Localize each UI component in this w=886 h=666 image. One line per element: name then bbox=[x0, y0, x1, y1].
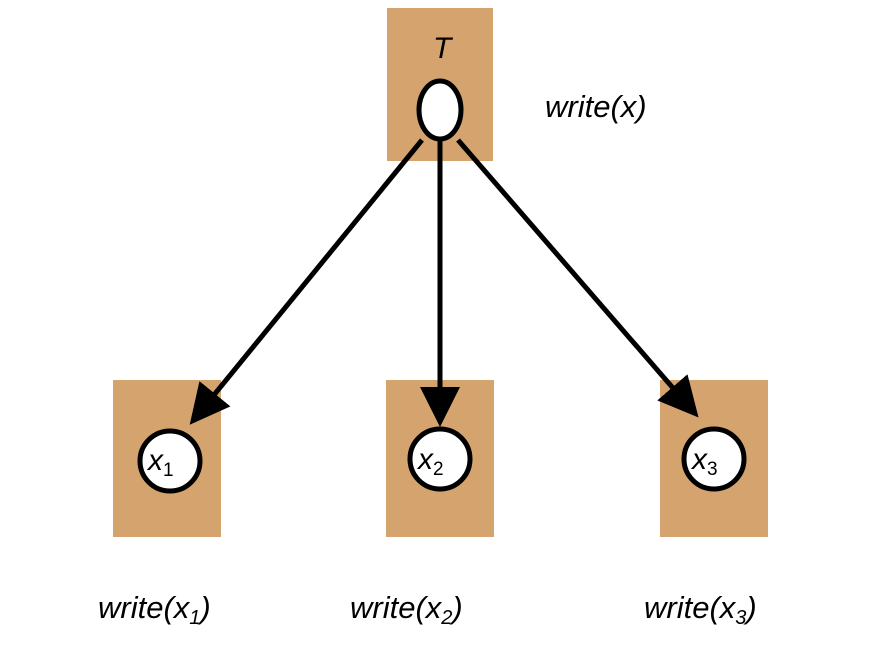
replica-op-suffix-1: ) bbox=[200, 590, 211, 625]
replica-var-2: x bbox=[418, 443, 433, 476]
replica-var-3: x bbox=[692, 443, 707, 476]
replica-label-1: x1 bbox=[148, 444, 174, 481]
replica-operation-2: write(x2) bbox=[350, 590, 463, 628]
arrow-to-replica-1 bbox=[189, 138, 424, 425]
replica-node-2 bbox=[407, 426, 473, 492]
root-node bbox=[416, 78, 464, 142]
replica-label-2: x2 bbox=[418, 443, 444, 480]
replica-op-var-2: x bbox=[425, 590, 442, 625]
root-label: T bbox=[433, 32, 452, 65]
replica-node-1 bbox=[137, 428, 203, 494]
replica-node-3 bbox=[681, 426, 747, 492]
root-operation: write(x) bbox=[545, 89, 647, 124]
replica-operation-1: write(x1) bbox=[98, 590, 211, 628]
replica-index-3: 3 bbox=[707, 459, 718, 480]
replica-op-prefix-1: write( bbox=[98, 590, 174, 625]
replica-index-2: 2 bbox=[433, 459, 444, 480]
replica-op-var-1: x bbox=[173, 590, 190, 625]
replica-op-index-1: 1 bbox=[189, 607, 201, 629]
replica-op-index-3: 3 bbox=[735, 607, 747, 629]
replica-op-prefix-3: write( bbox=[644, 590, 720, 625]
replica-index-1: 1 bbox=[163, 460, 174, 481]
replica-op-prefix-2: write( bbox=[350, 590, 426, 625]
replica-operation-3: write(x3) bbox=[644, 590, 757, 628]
replica-label-3: x3 bbox=[692, 443, 718, 480]
replica-var-1: x bbox=[148, 444, 163, 477]
arrow-to-replica-3 bbox=[456, 138, 699, 418]
replica-op-suffix-3: ) bbox=[746, 590, 757, 625]
replica-op-var-3: x bbox=[719, 590, 736, 625]
replica-op-index-2: 2 bbox=[441, 607, 453, 629]
replica-op-suffix-2: ) bbox=[452, 590, 463, 625]
